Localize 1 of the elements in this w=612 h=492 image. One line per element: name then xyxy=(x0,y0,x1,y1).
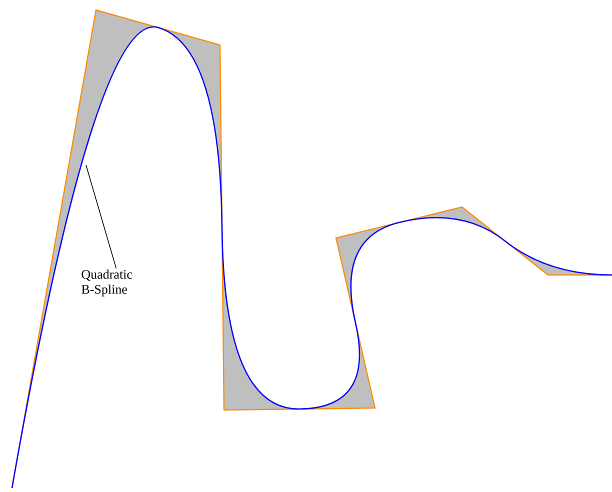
leader-line xyxy=(86,164,117,269)
